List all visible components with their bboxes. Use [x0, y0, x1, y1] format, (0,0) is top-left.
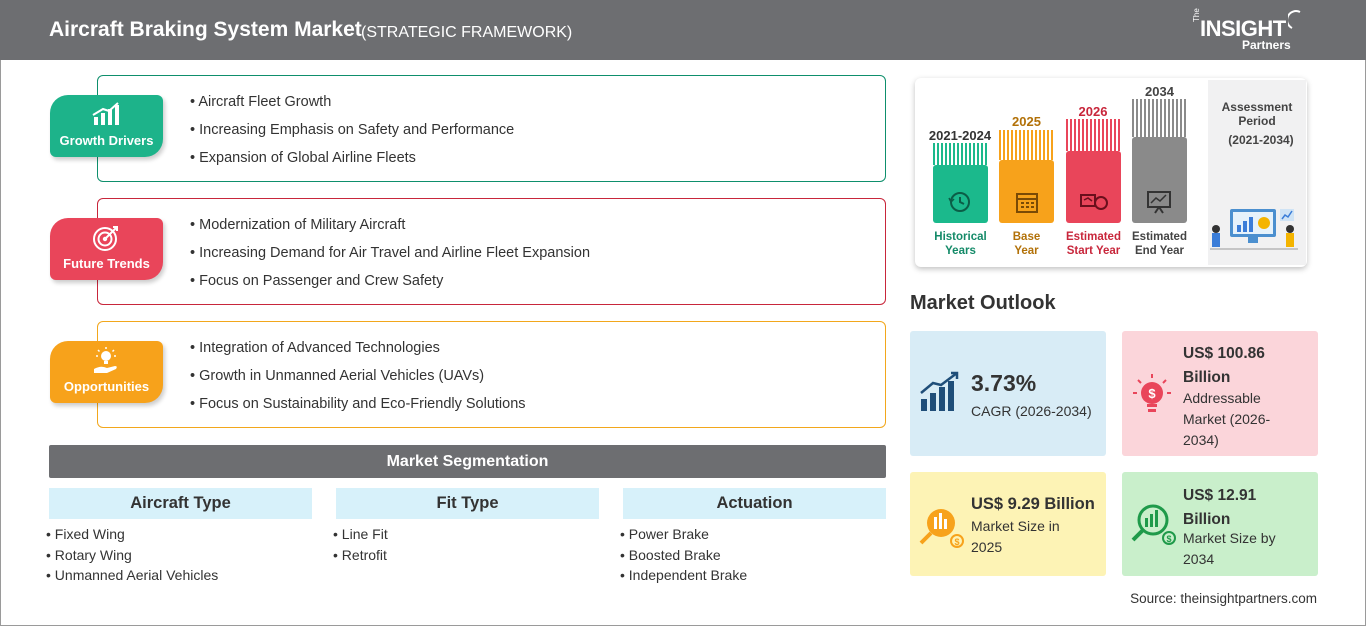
growth-magnifier-icon: $: [1131, 504, 1176, 545]
market-size-2025-desc: Market Size in 2025: [971, 518, 1060, 555]
idea-hand-icon: [94, 347, 117, 373]
market-size-2034-card: $ US$ 12.91 Billion Market Size by 2034: [1122, 472, 1318, 576]
page-subtitle: (STRATEGIC FRAMEWORK): [361, 24, 573, 41]
segment-list: • Power Brake • Boosted Brake • Independ…: [620, 526, 747, 588]
list-item: • Increasing Emphasis on Safety and Perf…: [190, 122, 515, 138]
list-item: • Power Brake: [620, 526, 709, 542]
bar-stripes: [1132, 99, 1187, 137]
coin-magnifier-icon: $: [919, 509, 964, 548]
list-item: • Focus on Sustainability and Eco-Friend…: [190, 396, 526, 412]
calendar-icon: [1016, 193, 1038, 213]
market-outlook-title: Market Outlook: [910, 292, 1056, 314]
list-item: • Aircraft Fleet Growth: [190, 94, 332, 110]
target-icon: [93, 226, 118, 251]
list-item: • Line Fit: [333, 526, 388, 542]
svg-text:$: $: [954, 537, 959, 547]
cagr-value: 3.73%: [971, 370, 1037, 396]
forecast-icon: [1080, 194, 1108, 210]
segment-heading: Actuation: [623, 488, 886, 519]
timeline-year: 2034: [1145, 84, 1174, 99]
tag-label: Future Trends: [63, 256, 150, 271]
cagr-desc: CAGR (2026-2034): [971, 403, 1092, 419]
timeline-year: 2026: [1078, 104, 1108, 119]
list-item: • Fixed Wing: [46, 526, 125, 542]
opportunities-tag: Opportunities: [50, 341, 163, 403]
presentation-icon: [1147, 191, 1171, 214]
list-item: • Integration of Advanced Technologies: [190, 340, 440, 356]
market-size-2025-card: $ US$ 9.29 Billion Market Size in 2025: [910, 472, 1106, 576]
segment-heading: Aircraft Type: [49, 488, 312, 519]
list-item: • Increasing Demand for Air Travel and A…: [190, 245, 591, 261]
segment-list: • Line Fit • Retrofit: [333, 526, 388, 567]
header-bar: Aircraft Braking System Market (STRATEGI…: [0, 0, 1366, 60]
future-trends-tag: Future Trends: [50, 218, 163, 280]
list-item: • Independent Brake: [620, 567, 748, 583]
dollar-bulb-icon: $: [1133, 374, 1171, 412]
list-item: • Boosted Brake: [620, 546, 721, 563]
segmentation-title: Market Segmentation: [49, 445, 886, 478]
timeline-bar: [1066, 151, 1121, 223]
bar-stripes: [933, 143, 988, 165]
addressable-market-desc: Addressable Market (2026-2034): [1183, 390, 1271, 448]
list-item: • Unmanned Aerial Vehicles: [46, 567, 219, 583]
bar-stripes: [1066, 119, 1121, 151]
market-size-2034-desc: Market Size by 2034: [1183, 530, 1276, 567]
segment-list: • Fixed Wing • Rotary Wing • Unmanned Ae…: [46, 526, 218, 588]
growth-drivers-box: • Aircraft Fleet Growth • Increasing Emp…: [97, 75, 886, 182]
tag-label: Opportunities: [63, 379, 150, 394]
market-size-2034-value: US$ 12.91 Billion: [1183, 487, 1257, 528]
list-item: • Modernization of Military Aircraft: [190, 217, 406, 233]
history-icon: [948, 192, 970, 212]
insight-partners-logo: The INSIGHT Partners: [1192, 8, 1312, 54]
addressable-market-value: US$ 100.86 Billion: [1183, 345, 1265, 386]
cagr-card: 3.73% CAGR (2026-2034): [910, 331, 1106, 456]
bar-chart-icon: [920, 371, 959, 411]
svg-text:$: $: [1166, 534, 1171, 544]
market-size-2025-value: US$ 9.29 Billion: [971, 495, 1095, 513]
list-item: • Rotary Wing: [46, 546, 132, 563]
list-item: • Retrofit: [333, 546, 387, 563]
timeline-year: 2025: [1012, 114, 1041, 129]
analytics-team-illustration: [1210, 209, 1298, 250]
timeline-year: 2021-2024: [928, 128, 992, 143]
source-note: Source: theinsightpartners.com: [1130, 591, 1317, 606]
list-item: • Growth in Unmanned Aerial Vehicles (UA…: [190, 368, 485, 384]
timeline-bar: [933, 165, 988, 223]
opportunities-box: • Integration of Advanced Technologies •…: [97, 321, 886, 428]
svg-text:$: $: [1148, 386, 1156, 401]
future-trends-box: • Modernization of Military Aircraft • I…: [97, 198, 886, 305]
timeline-bar: [1132, 137, 1187, 223]
assessment-range: (2021-2034): [1228, 133, 1294, 147]
growth-chart-icon: [92, 102, 119, 125]
page-title: Aircraft Braking System Market: [49, 18, 362, 41]
tag-label: Growth Drivers: [59, 133, 154, 148]
addressable-market-card: $ US$ 100.86 Billion Addressable Market …: [1122, 331, 1318, 456]
bar-stripes: [999, 130, 1054, 160]
growth-drivers-tag: Growth Drivers: [50, 95, 163, 157]
segment-heading: Fit Type: [336, 488, 599, 519]
assessment-title: Assessment Period: [1221, 100, 1293, 128]
timeline-bar: [999, 160, 1054, 223]
list-item: • Expansion of Global Airline Fleets: [190, 150, 416, 166]
list-item: • Focus on Passenger and Crew Safety: [190, 273, 444, 289]
